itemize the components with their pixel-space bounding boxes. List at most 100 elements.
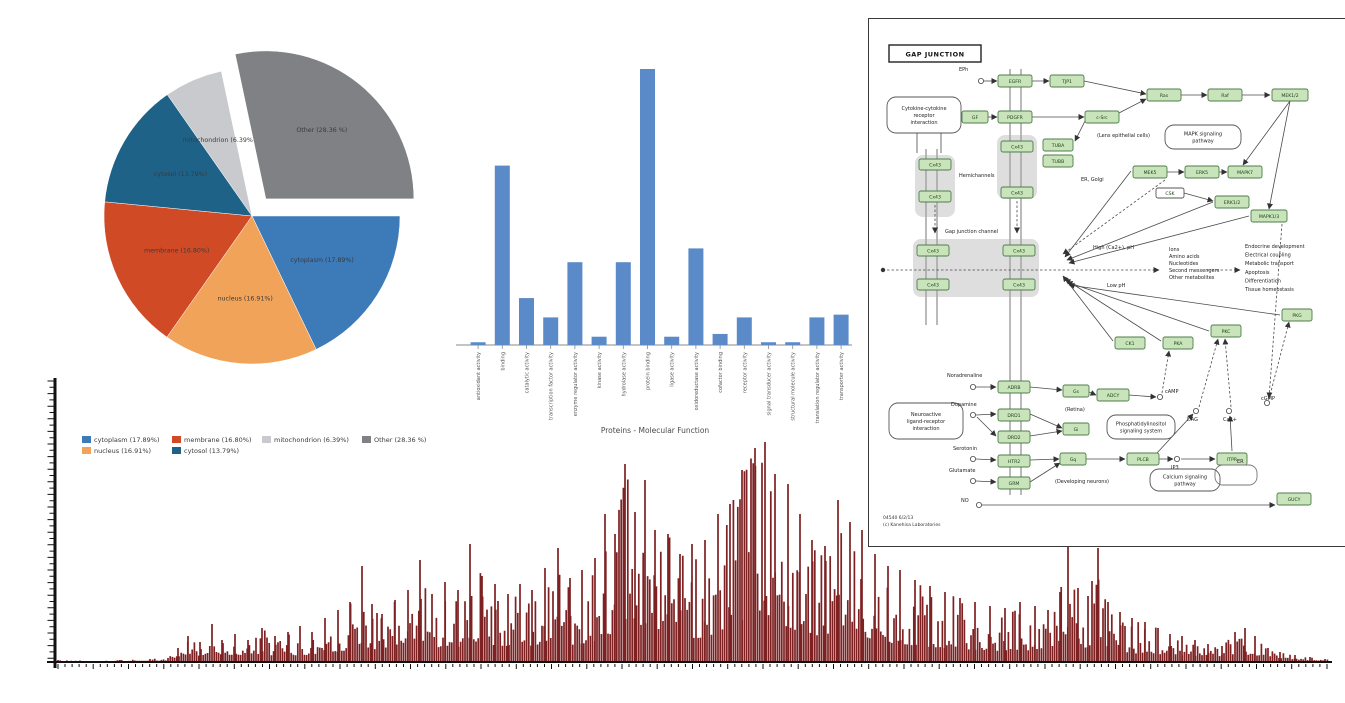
pathway-gene-label: EGFR: [1009, 79, 1022, 85]
pathway-text: IP3: [1171, 465, 1179, 471]
small-molecule-circle: [1156, 393, 1163, 400]
small-molecule-circle: [1225, 407, 1232, 414]
bar: [664, 336, 680, 345]
bar-x-label: binding: [500, 352, 506, 371]
legend-swatch: [82, 436, 91, 443]
pie-slice-mitochondrion: [166, 70, 253, 217]
pathway-gene-label: DRD2: [1007, 435, 1020, 441]
pathway-gene-box: [997, 454, 1031, 468]
pathway-gene-label: GRM: [1009, 481, 1020, 487]
legend-item: nucleus (16.91%): [82, 445, 172, 456]
pathway-edge: [1029, 428, 1063, 437]
pathway-gene-box: [1146, 88, 1182, 102]
pathway-gene-label: MEK5: [1144, 170, 1157, 176]
pathway-gene-label: Gq: [1070, 457, 1077, 463]
bar: [494, 165, 510, 345]
pathway-text: ER, Golgi: [1081, 177, 1104, 183]
pathway-edge: [1074, 120, 1086, 142]
legend-label: cytosol (13.79%): [184, 446, 240, 455]
legend-swatch: [362, 436, 371, 443]
pathway-edge: [1029, 386, 1063, 393]
bar: [736, 317, 752, 345]
bar-x-label: ligase activity: [670, 352, 676, 387]
bar-x-label: receptor activity: [742, 352, 748, 393]
pathway-gene-label: MAPK1/3: [1259, 214, 1279, 220]
pathway-edge: [975, 411, 997, 418]
pathway-gene-box: [997, 110, 1033, 124]
pathway-gene-label: Cx43: [1013, 282, 1025, 288]
pathway-crossref-box: [1164, 124, 1242, 150]
bar-x-label: cofactor binding: [718, 352, 724, 393]
bar-x-label: oxidoreductase activity: [694, 352, 700, 410]
small-molecule-circle: [970, 411, 977, 418]
pathway-gene-box: [1250, 209, 1288, 223]
bar-x-label: antioxidant activity: [476, 352, 482, 400]
legend-item: membrane (16.80%): [172, 434, 262, 445]
pathway-gene-label: Cx43: [1013, 248, 1025, 254]
pathway-edge: [975, 456, 997, 463]
pathway-white-box: [1155, 187, 1185, 199]
pathway-gene-box: [1214, 195, 1250, 209]
pathway-edge: [1198, 338, 1220, 408]
bar-x-label: structural molecule activity: [791, 352, 797, 421]
bar-x-label: enzyme regulator activity: [573, 352, 579, 416]
bar: [567, 262, 583, 345]
pathway-gene-label: GUCY: [1288, 497, 1301, 503]
junction-dot: [880, 267, 886, 273]
legend-swatch: [262, 436, 271, 443]
pathway-gene-box: [961, 110, 989, 124]
pathway-gene-label: GF: [972, 115, 979, 121]
pie-slice-label: Other (28.36 %): [296, 127, 347, 134]
pathway-gene-label: PKC: [1222, 329, 1231, 335]
legend-item: cytosol (13.79%): [172, 445, 262, 456]
pathway-gene-box: [1084, 110, 1120, 124]
pathway-crossref-box: [1149, 468, 1221, 492]
pie-slice-membrane: [103, 201, 253, 338]
pathway-gene-box: [1000, 186, 1034, 199]
legend-swatch: [172, 447, 181, 454]
bar-x-label: transporter activity: [839, 352, 845, 400]
small-molecule-circle: [970, 477, 977, 484]
bar: [712, 333, 728, 345]
pathway-edge: [1088, 390, 1097, 396]
pathway-edge: [1062, 275, 1114, 342]
bar-x-label: transcription factor activity: [549, 352, 555, 420]
pathway-edge: [1242, 100, 1291, 166]
pathway-texts: EPhNoradrenalineDopamineSerotoninGlutama…: [945, 67, 1305, 504]
pathway-edges: [887, 78, 1291, 508]
pathway-gene-box: [1059, 452, 1087, 466]
pathway-gene-box: [1114, 336, 1146, 350]
pathway-gene-box: [997, 476, 1031, 490]
pathway-gene-label: CK1: [1125, 341, 1134, 347]
small-molecule-circle: [970, 383, 977, 390]
pathway-gene-box: [997, 408, 1031, 422]
pathway-text: High (Ca2+), pH: [1093, 245, 1134, 251]
pathway-text: (Developing neurons): [1055, 479, 1109, 485]
pathway-edge: [1266, 223, 1283, 399]
small-molecule-circle: [1192, 407, 1199, 414]
pathway-gene-label: HTR2: [1008, 459, 1020, 465]
pie-slice-label: mitochondrion (6.39%): [183, 137, 256, 144]
pathway-gene-label: TJP1: [1061, 79, 1072, 85]
pathway-gene-label: ADCY: [1107, 393, 1120, 399]
bar: [470, 342, 486, 345]
pathway-edge: [1029, 456, 1060, 463]
pathway-gene-box: [1002, 244, 1036, 257]
pathway-gene-box: [1207, 88, 1243, 102]
pathway-edge: [1183, 192, 1214, 203]
bar-x-label: hydrolase activity: [621, 352, 627, 397]
legend-item: Other (28.36 %): [362, 434, 426, 445]
bar-x-label: protein binding: [646, 352, 652, 390]
pathway-edge: [1064, 278, 1162, 342]
bar-chart-title: Proteins - Molecular Function: [600, 426, 710, 435]
pathway-edge: [1128, 393, 1157, 400]
legend-column: membrane (16.80%)cytosol (13.79%): [172, 434, 262, 456]
pathway-text: cGMP: [1261, 396, 1275, 402]
pie-slice-cytosol: [104, 94, 253, 217]
pathway-text: Low pH: [1107, 283, 1126, 289]
pathway-gene-box: [1271, 88, 1309, 102]
